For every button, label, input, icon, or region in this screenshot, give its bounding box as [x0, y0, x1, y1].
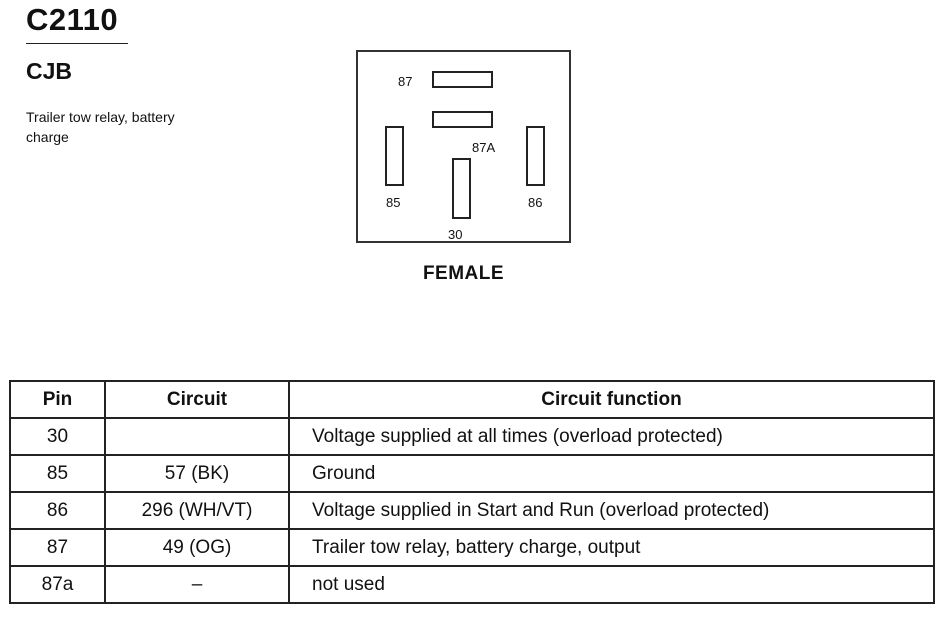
pin-label-30: 30 — [448, 227, 463, 242]
table-row: 30 Voltage supplied at all times (overlo… — [9, 417, 935, 456]
function-cell: Voltage supplied at all times (overload … — [288, 417, 935, 456]
terminal-87 — [432, 71, 493, 88]
circuit-cell: 49 (OG) — [104, 528, 290, 567]
function-cell: Ground — [288, 454, 935, 493]
connector-location: CJB — [26, 58, 73, 84]
column-header-circuit: Circuit — [104, 380, 290, 419]
table-row: 86 296 (WH/VT) Voltage supplied in Start… — [9, 491, 935, 530]
title-rule — [26, 43, 128, 44]
connector-face-diagram: 87 87A 85 86 30 — [356, 50, 571, 243]
connector-gender-label: FEMALE — [422, 263, 505, 284]
terminal-87a — [432, 111, 493, 128]
function-cell: not used — [288, 565, 935, 604]
circuit-cell: 57 (BK) — [104, 454, 290, 493]
terminal-30 — [452, 158, 471, 219]
function-cell: Voltage supplied in Start and Run (overl… — [288, 491, 935, 530]
pin-table: Pin Circuit Circuit function 30 Voltage … — [9, 380, 935, 604]
pin-label-87a: 87A — [472, 140, 496, 155]
function-cell: Trailer tow relay, battery charge, outpu… — [288, 528, 935, 567]
circuit-cell — [104, 417, 290, 456]
terminal-85 — [385, 126, 404, 186]
pin-cell: 87 — [9, 528, 106, 567]
connector-id: C2110 — [26, 2, 119, 37]
pin-label-85: 85 — [386, 195, 401, 210]
pin-label-86: 86 — [528, 195, 543, 210]
column-header-function: Circuit function — [288, 380, 935, 419]
table-header-row: Pin Circuit Circuit function — [9, 380, 935, 419]
connector-description: Trailer tow relay, battery charge — [26, 109, 175, 145]
table-row: 87a – not used — [9, 565, 935, 604]
table-row: 85 57 (BK) Ground — [9, 454, 935, 493]
pin-cell: 86 — [9, 491, 106, 530]
pin-label-87: 87 — [398, 74, 413, 89]
table-row: 87 49 (OG) Trailer tow relay, battery ch… — [9, 528, 935, 567]
column-header-pin: Pin — [9, 380, 106, 419]
circuit-cell: 296 (WH/VT) — [104, 491, 290, 530]
pin-cell: 87a — [9, 565, 106, 604]
pin-cell: 30 — [9, 417, 106, 456]
pin-cell: 85 — [9, 454, 106, 493]
terminal-86 — [526, 126, 545, 186]
circuit-cell: – — [104, 565, 290, 604]
